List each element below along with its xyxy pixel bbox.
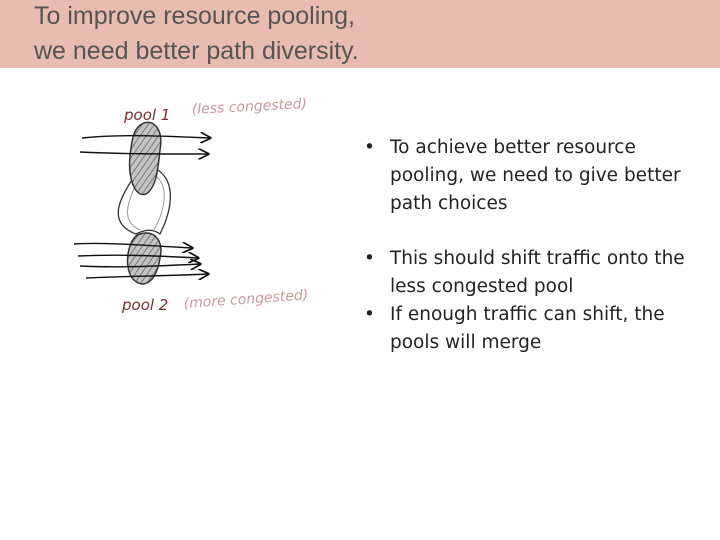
bullet-text: If enough traffic can shift, the pools w… <box>390 304 665 353</box>
bullet-list: • To achieve better resource pooling, we… <box>362 134 712 357</box>
bullet-item: • This should shift traffic onto the les… <box>362 245 712 301</box>
connecting-path-inner <box>127 175 165 231</box>
flow-arrow <box>77 255 198 258</box>
connecting-path <box>117 169 172 235</box>
bullet-text: To achieve better resource pooling, we n… <box>390 137 681 214</box>
pool1-note: (less congested) <box>191 96 307 118</box>
bullet-dot: • <box>364 137 375 158</box>
pool1-label: pool 1 <box>123 106 170 124</box>
flow-arrow <box>85 274 208 278</box>
pool1-flow-arrows <box>79 136 210 154</box>
flow-arrow <box>73 243 192 248</box>
bullet-dot: • <box>364 248 375 269</box>
pool2-label: pool 2 <box>121 296 168 314</box>
bullet-text: This should shift traffic onto the less … <box>390 248 685 297</box>
flow-arrow <box>79 152 208 154</box>
resource-pool-sketch: pool 1 (less congested) pool 2 (more con… <box>73 96 309 314</box>
flow-arrow <box>79 264 200 267</box>
pool2-note: (more congested) <box>183 287 309 312</box>
bullet-dot: • <box>364 304 375 325</box>
slide-title-line-2: we need better path diversity. <box>34 37 359 65</box>
slide-title-line-1: To improve resource pooling, <box>34 2 355 30</box>
flow-arrow <box>81 136 210 138</box>
bullet-item: • If enough traffic can shift, the pools… <box>362 301 712 357</box>
title-bar: To improve resource pooling, we need bet… <box>0 0 720 68</box>
pool2-flow-arrows <box>73 243 208 278</box>
bullet-item: • To achieve better resource pooling, we… <box>362 134 712 218</box>
pool1-shape <box>128 121 162 196</box>
